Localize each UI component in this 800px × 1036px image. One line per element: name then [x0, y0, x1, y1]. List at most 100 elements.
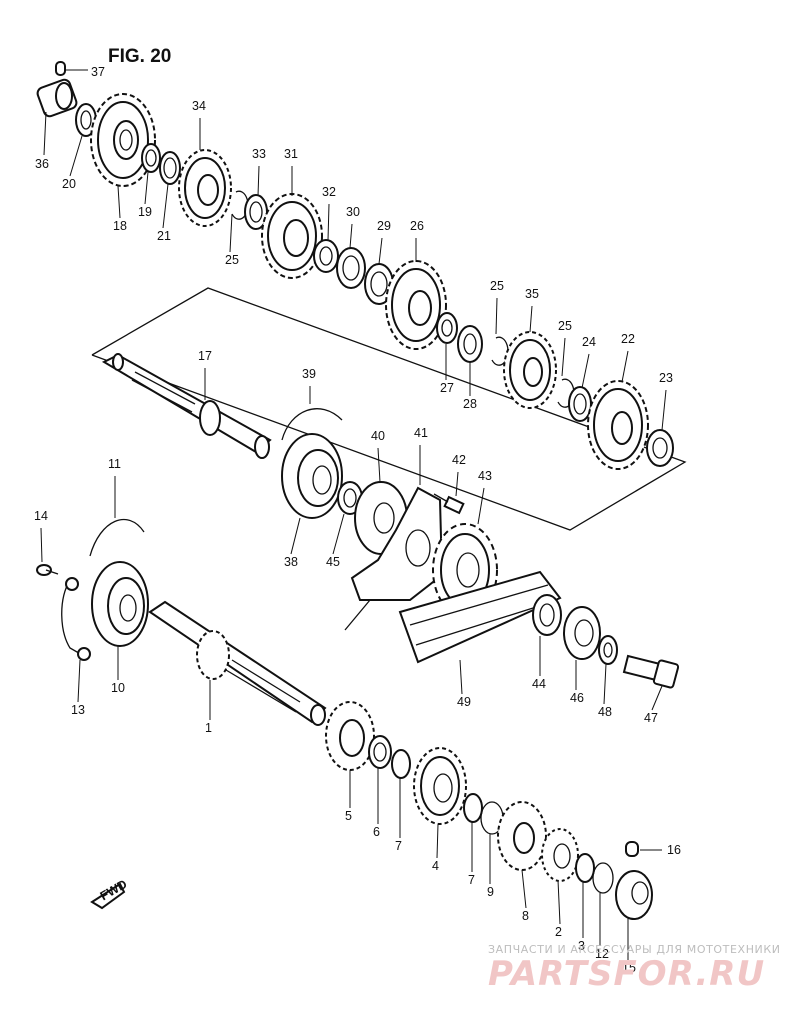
callout-p25a: 25 [225, 253, 239, 267]
callout-p27: 27 [440, 381, 454, 395]
countershaft-group-frame [91, 287, 687, 531]
part-1-mainshaft [148, 600, 327, 726]
leader-line-p40 [377, 447, 381, 483]
leader-line-p25c [561, 337, 566, 377]
part-11-circlip [89, 519, 145, 557]
part-44-washer [532, 594, 562, 636]
part-17-countershaft [101, 353, 272, 459]
leader-line-p36 [43, 111, 47, 156]
part-31-gear [261, 193, 323, 279]
leader-line-p33 [257, 165, 260, 197]
leader-line-p30 [349, 223, 353, 249]
leader-line-p45 [332, 513, 345, 555]
callout-p8: 8 [522, 909, 529, 923]
callout-p10: 10 [111, 681, 125, 695]
leader-line-p24 [581, 353, 590, 389]
callout-p31: 31 [284, 147, 298, 161]
leader-line-p21 [162, 183, 169, 229]
callout-p45: 45 [326, 555, 340, 569]
callout-p36: 36 [35, 157, 49, 171]
callout-p9: 9 [487, 885, 494, 899]
callout-p34: 34 [192, 99, 206, 113]
part-30-lock-washer [336, 247, 366, 289]
leader-lines [40, 69, 667, 960]
part-7-washer-b [463, 793, 483, 823]
part-42-bolt [433, 493, 465, 515]
callout-p23: 23 [659, 371, 673, 385]
part-22-gear [587, 380, 649, 470]
callout-p47: 47 [644, 711, 658, 725]
part-41-plate [344, 486, 444, 631]
callout-p40: 40 [371, 429, 385, 443]
callout-p19: 19 [138, 205, 152, 219]
part-38-bearing [281, 433, 343, 519]
part-4-gear [413, 747, 467, 825]
part-39-circlip [281, 408, 343, 441]
leader-line-p22 [621, 350, 629, 383]
part-18-gear [90, 93, 156, 187]
part-6-bushing [368, 735, 392, 769]
callout-p41: 41 [414, 426, 428, 440]
leader-line-p48 [603, 663, 607, 705]
part-23-bearing [646, 429, 674, 467]
callout-p26: 26 [410, 219, 424, 233]
part-34-gear [178, 149, 232, 227]
part-19-bushing [141, 143, 161, 173]
part-21-washer [159, 151, 181, 185]
callout-p48: 48 [598, 705, 612, 719]
leader-line-p49 [459, 659, 463, 695]
figure-title: FIG. 20 [108, 46, 171, 67]
callout-p15: 15 [622, 961, 636, 975]
leader-line-p4 [436, 823, 439, 859]
callout-p32: 32 [322, 185, 336, 199]
part-27-bushing [436, 312, 458, 344]
leader-line-p19 [144, 171, 149, 205]
leader-line-p18 [117, 185, 121, 219]
part-12-circlip [592, 862, 614, 894]
part-36-needle-bearing [36, 78, 78, 118]
leader-line-p23 [661, 389, 667, 431]
part-15-collar [615, 870, 653, 920]
leader-line-p42 [455, 471, 459, 497]
leader-line-p2 [557, 879, 561, 925]
callout-p18: 18 [113, 219, 127, 233]
leader-line-p20 [69, 135, 83, 177]
callout-p17: 17 [198, 349, 212, 363]
callout-p7a: 7 [395, 839, 402, 853]
callout-p4: 4 [432, 859, 439, 873]
leader-line-p38 [290, 517, 301, 555]
leader-line-p32 [327, 203, 330, 241]
part-3-washer [575, 853, 595, 883]
watermark-tagline: ЗАПЧАСТИ И АКСЕССУАРЫ ДЛЯ МОТОТЕХНИКИ [488, 943, 781, 956]
callout-p5: 5 [345, 809, 352, 823]
leader-line-p35 [529, 305, 533, 333]
part-5-gear [325, 701, 375, 771]
callout-p12: 12 [595, 947, 609, 961]
part-10-bearing [91, 561, 149, 647]
callout-p25c: 25 [558, 319, 572, 333]
callout-p24: 24 [582, 335, 596, 349]
part-28-washer [457, 325, 483, 363]
callout-p2: 2 [555, 925, 562, 939]
callout-p35: 35 [525, 287, 539, 301]
fwd-arrow-icon: FWD [90, 877, 129, 910]
leader-line-p29 [378, 237, 383, 265]
callout-p11: 11 [108, 457, 121, 471]
part-16-pin [625, 841, 639, 857]
part-48-washer [598, 635, 618, 665]
callout-p16: 16 [667, 843, 681, 857]
callout-p33: 33 [252, 147, 266, 161]
callout-p39: 39 [302, 367, 316, 381]
part-35-gear [503, 331, 557, 409]
part-13-stopper [61, 577, 91, 661]
part-32-bushing [313, 239, 339, 273]
callout-p22: 22 [621, 332, 635, 346]
callout-p37: 37 [91, 65, 105, 79]
callout-p30: 30 [346, 205, 360, 219]
callout-p3: 3 [578, 939, 585, 953]
watermark-brand: PARTSFOR.RU [488, 954, 765, 994]
callout-p1: 1 [205, 721, 212, 735]
callout-p25b: 25 [490, 279, 504, 293]
leader-line-p47 [651, 685, 663, 711]
